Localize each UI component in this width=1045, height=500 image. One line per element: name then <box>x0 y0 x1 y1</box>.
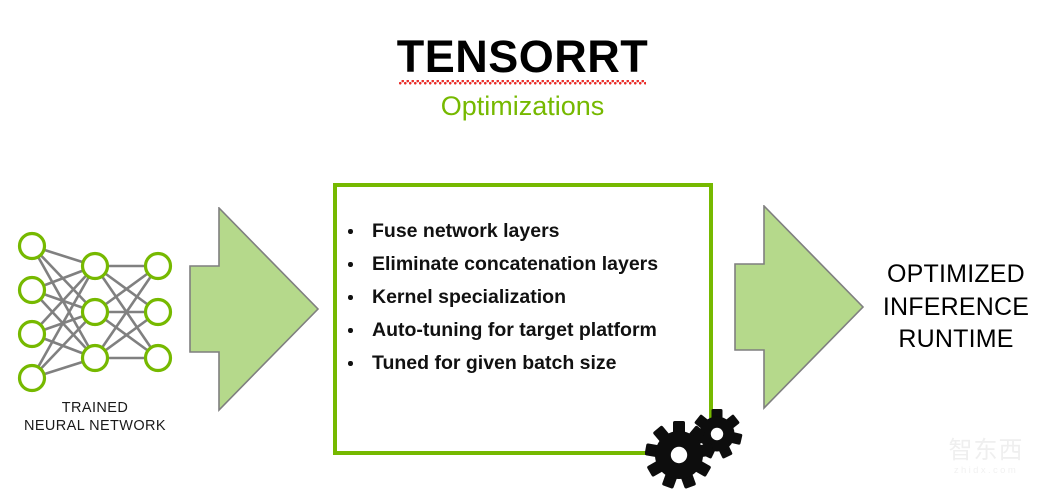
page-title: TENSORRT <box>396 31 649 85</box>
list-item-label: Tuned for given batch size <box>372 352 617 374</box>
node-output-1 <box>143 251 173 281</box>
optimizations-bullet-list: Fuse network layers Eliminate concatenat… <box>348 220 708 387</box>
list-item-label: Auto-tuning for target platform <box>372 319 657 341</box>
list-item-label: Fuse network layers <box>372 220 560 242</box>
node-hidden-1 <box>80 251 110 281</box>
gears-group <box>644 405 750 500</box>
neural-network-caption: TRAINED NEURAL NETWORK <box>0 399 190 435</box>
arrow-right-icon <box>189 206 320 412</box>
node-output-3 <box>143 343 173 373</box>
output-line-2: INFERENCE <box>882 292 1030 321</box>
node-hidden-3 <box>80 343 110 373</box>
output-line-3: RUNTIME <box>898 325 1014 353</box>
node-output-2 <box>143 297 173 327</box>
gear-large-icon <box>644 421 714 489</box>
arrow-right-icon <box>734 204 865 410</box>
caption-line-2: NEURAL NETWORK <box>23 418 167 435</box>
arrow-to-runtime <box>734 204 866 415</box>
bullet-dot-icon <box>348 229 353 234</box>
list-item: Kernel specialization <box>348 286 708 308</box>
list-item: Fuse network layers <box>348 220 708 242</box>
node-input-2 <box>17 275 47 305</box>
list-item: Auto-tuning for target platform <box>348 319 708 341</box>
watermark-logo: 智东西 <box>948 436 1024 464</box>
optimizations-box <box>333 183 713 455</box>
output-line-1: OPTIMIZED <box>887 260 1025 288</box>
list-item: Eliminate concatenation layers <box>348 253 708 275</box>
watermark-url: zhidx.com <box>953 465 1019 476</box>
optimized-inference-runtime-label: OPTIMIZED INFERENCE RUNTIME <box>873 258 1039 356</box>
caption-line-1: TRAINED <box>61 400 129 416</box>
page-subtitle: Optimizations <box>440 91 605 121</box>
node-hidden-2 <box>80 297 110 327</box>
list-item-label: Eliminate concatenation layers <box>372 253 659 275</box>
node-input-4 <box>17 363 47 393</box>
node-input-1 <box>17 231 47 261</box>
watermark: 智东西 zhidx.com <box>936 438 1036 476</box>
bullet-dot-icon <box>348 295 353 300</box>
node-input-3 <box>17 319 47 349</box>
bullet-dot-icon <box>348 328 353 333</box>
network-nodes <box>17 231 173 393</box>
page-title-text: TENSORRT <box>396 31 649 82</box>
bullet-dot-icon <box>348 262 353 267</box>
title-block: TENSORRT Optimizations <box>0 34 1045 120</box>
arrow-to-optimizer <box>189 206 321 417</box>
list-item: Tuned for given batch size <box>348 352 708 374</box>
trained-neural-network-diagram <box>6 228 196 408</box>
neural-network-svg <box>17 231 173 393</box>
gears-svg <box>644 409 743 489</box>
list-item-label: Kernel specialization <box>372 286 566 308</box>
spellcheck-squiggle-underline <box>398 80 647 85</box>
bullet-dot-icon <box>348 361 353 366</box>
